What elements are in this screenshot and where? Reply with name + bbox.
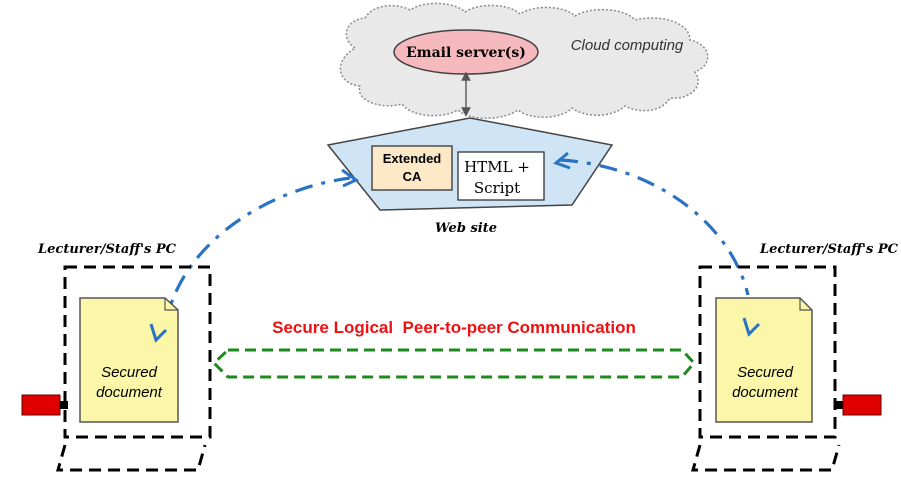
right-arc-arrowhead-website	[553, 151, 571, 170]
left-arc-arrowhead-website	[341, 168, 359, 188]
left-pc-frame	[63, 265, 212, 439]
right-doc-line1: Secured	[737, 364, 794, 381]
right-pc-base	[691, 444, 841, 472]
right-pc-frame	[698, 265, 837, 439]
cloud: Email server(s) Cloud computing	[339, 2, 709, 119]
extended-ca-line1: Extended	[383, 151, 442, 166]
left-usb-token	[21, 394, 61, 416]
left-pc-label: Lecturer/Staff's PC	[37, 242, 177, 257]
left-pc-base	[56, 444, 207, 472]
right-secured-document	[715, 297, 813, 423]
right-document-fold	[799, 298, 812, 311]
website: Extended CA HTML + Script Web site	[326, 117, 614, 236]
website-label: Web site	[435, 221, 497, 236]
left-doc-arrow-icon	[149, 323, 168, 343]
left-doc-line1: Secured	[101, 364, 158, 381]
right-pc: Lecturer/Staff's PC Secured document	[691, 242, 899, 472]
left-usb-connector	[60, 401, 68, 409]
extended-ca-box	[371, 145, 453, 191]
double-arrow	[211, 348, 697, 379]
left-flow-arc	[163, 176, 351, 331]
html-script-line1: HTML +	[464, 158, 530, 176]
right-doc-arrow-icon	[742, 317, 761, 337]
left-doc-line2: document	[96, 384, 163, 401]
right-usb-connector	[835, 401, 843, 409]
left-pc: Lecturer/Staff's PC Secured document	[21, 242, 212, 472]
right-pc-label: Lecturer/Staff's PC	[759, 242, 899, 257]
html-script-line2: Script	[474, 179, 520, 197]
cloud-label: Cloud computing	[571, 37, 684, 54]
email-server-label: Email server(s)	[406, 45, 526, 61]
communication-label: Secure Logical Peer-to-peer Communicatio…	[272, 318, 636, 337]
right-usb-token	[842, 394, 882, 416]
html-script-box	[457, 151, 545, 201]
left-secured-document	[79, 297, 179, 423]
right-doc-line2: document	[732, 384, 799, 401]
extended-ca-line2: CA	[403, 169, 422, 184]
peer-to-peer-communication: Secure Logical Peer-to-peer Communicatio…	[211, 318, 697, 379]
left-document-fold	[164, 298, 178, 311]
